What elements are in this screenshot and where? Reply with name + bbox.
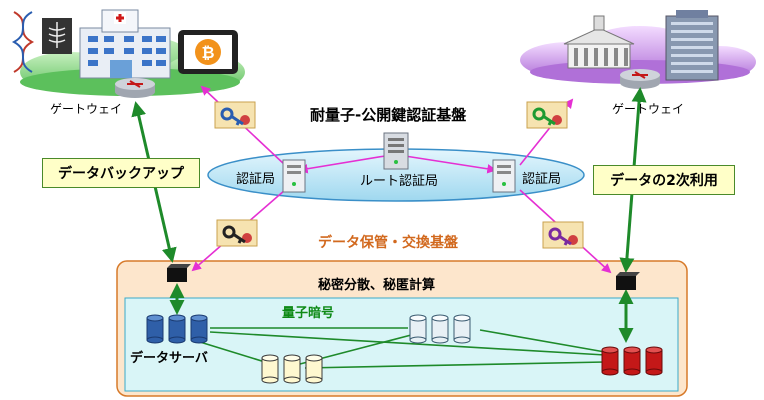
gateway-label-left: ゲートウェイ	[50, 102, 123, 116]
backup-box: データバックアップ	[42, 158, 200, 188]
secondary-use-box: データの2次利用	[593, 165, 735, 195]
gateway-label-right: ゲートウェイ	[612, 102, 685, 116]
certificate-key-icon	[542, 221, 584, 249]
quantum-crypto-label: 量子暗号	[282, 306, 335, 321]
bitcoin-tablet-icon: ₿	[178, 30, 238, 74]
router-icon-left	[115, 78, 155, 98]
quantum-panel	[124, 297, 679, 392]
storage-node-right	[616, 272, 640, 290]
storage-node-left	[167, 264, 191, 282]
certificate-key-icon	[526, 101, 568, 129]
ca-server-icon-left	[282, 159, 306, 193]
data-server-label: データサーバ	[130, 351, 208, 366]
storage-title: データ保管・交換基盤	[318, 235, 458, 251]
router-icon-right	[620, 69, 660, 89]
xray-icon	[42, 18, 72, 54]
root-ca-server-icon	[383, 132, 409, 170]
certificate-key-icon	[216, 219, 258, 247]
database-group-red	[601, 346, 663, 376]
dna-icon	[11, 11, 35, 73]
secret-sharing-label: 秘密分散、秘匿計算	[318, 278, 436, 293]
database-group-blue	[146, 314, 208, 344]
database-group-cream	[261, 354, 323, 384]
ca-server-icon-right	[492, 159, 516, 193]
ca-label-left: 認証局	[236, 172, 276, 187]
certificate-key-icon	[214, 101, 256, 129]
ca-label-right: 認証局	[522, 172, 562, 187]
database-group-white	[409, 314, 471, 344]
office-building-icon	[665, 10, 719, 81]
pki-title: 耐量子-公開鍵認証基盤	[310, 106, 467, 124]
government-building-icon	[563, 15, 635, 69]
hospital-icon	[79, 9, 171, 79]
bitcoin-symbol: ₿	[201, 43, 214, 62]
root-ca-label: ルート認証局	[360, 174, 439, 189]
